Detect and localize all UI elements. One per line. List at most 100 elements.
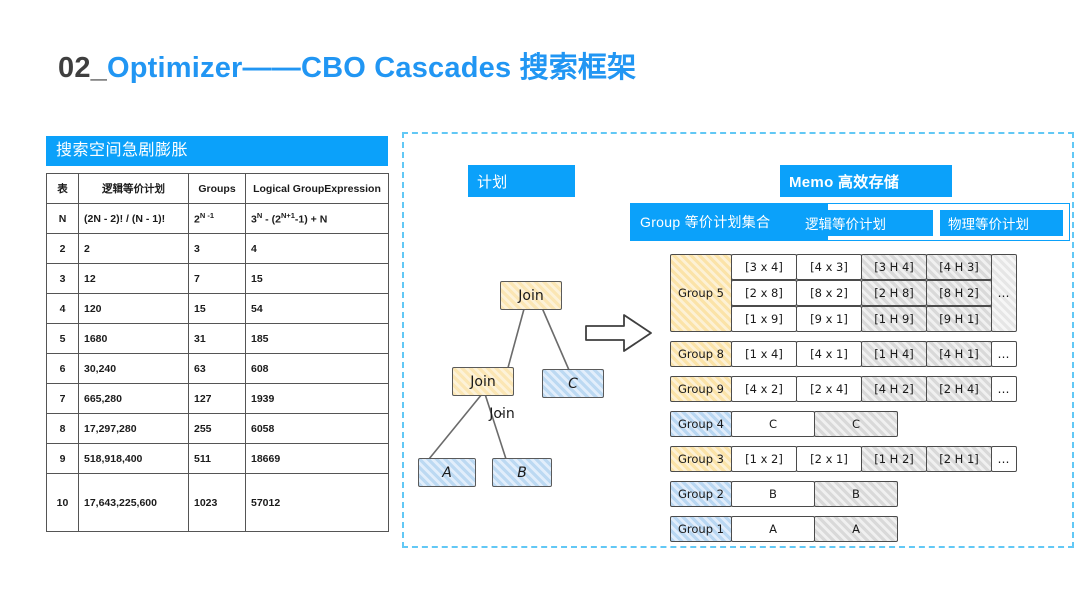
memo-row: Group 9[4 x 2][2 x 4][4 H 2][2 H 4]… xyxy=(670,376,1070,402)
memo-physical-expr-cell[interactable]: [4 H 1] xyxy=(926,341,992,367)
memo-physical-expr-cell[interactable]: [9 H 1] xyxy=(926,306,992,332)
memo-cell-row: [1 x 2][2 x 1][1 H 2][2 H 1] xyxy=(731,446,992,472)
memo-physical-expr-cell[interactable]: [4 H 3] xyxy=(926,254,992,280)
cell-group-expressions: 608 xyxy=(245,353,389,384)
memo-cell-row: [1 x 9][9 x 1][1 H 9][9 H 1] xyxy=(731,306,992,332)
tree-node-join-root[interactable]: Join xyxy=(500,281,562,310)
memo-group-label[interactable]: Group 9 xyxy=(670,376,732,402)
memo-group-label[interactable]: Group 8 xyxy=(670,341,732,367)
memo-physical-expr-cell[interactable]: [2 H 8] xyxy=(861,280,927,306)
cell-groups: 127 xyxy=(188,383,246,414)
cell-group-expressions: 4 xyxy=(245,233,389,264)
memo-cell-stack: [3 x 4][4 x 3][3 H 4][4 H 3][2 x 8][8 x … xyxy=(731,254,992,332)
memo-logical-expr-cell[interactable]: [1 x 4] xyxy=(731,341,797,367)
memo-physical-expr-cell[interactable]: [2 H 4] xyxy=(926,376,992,402)
search-space-block: 搜索空间急剧膨胀 表 逻辑等价计划 Groups Logical GroupEx… xyxy=(46,136,389,532)
memo-group-label[interactable]: Group 2 xyxy=(670,481,732,507)
memo-group-label[interactable]: Group 1 xyxy=(670,516,732,542)
memo-cell-row: [1 x 4][4 x 1][1 H 4][4 H 1] xyxy=(731,341,992,367)
table-header-row: 表 逻辑等价计划 Groups Logical GroupExpression xyxy=(46,173,389,204)
cell-group-expressions: 3N - (2N+1-1) + N xyxy=(245,203,389,234)
cell-groups: 255 xyxy=(188,413,246,444)
memo-physical-expr-cell[interactable]: C xyxy=(814,411,898,437)
memo-physical-expr-cell[interactable]: [1 H 9] xyxy=(861,306,927,332)
memo-logical-expr-cell[interactable]: [4 x 1] xyxy=(796,341,862,367)
memo-logical-expr-cell[interactable]: [3 x 4] xyxy=(731,254,797,280)
memo-group-label[interactable]: Group 3 xyxy=(670,446,732,472)
page-title: 02_Optimizer——CBO Cascades 搜索框架 xyxy=(58,44,636,86)
title-main: Optimizer——CBO Cascades 搜索框架 xyxy=(107,52,637,84)
arrow-right-icon xyxy=(585,314,652,352)
memo-cell-row: [2 x 8][8 x 2][2 H 8][8 H 2] xyxy=(731,280,992,306)
memo-logical-expr-cell[interactable]: [2 x 8] xyxy=(731,280,797,306)
tree-node-join-top[interactable]: Join xyxy=(489,406,515,422)
cell-table-count: 4 xyxy=(46,293,79,324)
memo-logical-expr-cell[interactable]: [9 x 1] xyxy=(796,306,862,332)
legend-logical: 逻辑等价计划 xyxy=(797,210,933,236)
memo-logical-expr-cell[interactable]: C xyxy=(731,411,815,437)
memo-logical-expr-cell[interactable]: [2 x 1] xyxy=(796,446,862,472)
memo-physical-expr-cell[interactable]: [1 H 2] xyxy=(861,446,927,472)
col-header-groups: Groups xyxy=(188,173,246,204)
memo-logical-expr-cell[interactable]: B xyxy=(731,481,815,507)
memo-logical-expr-cell[interactable]: A xyxy=(731,516,815,542)
memo-cell-stack: [1 x 4][4 x 1][1 H 4][4 H 1] xyxy=(731,341,992,367)
cell-logical-plans: 17,643,225,600 xyxy=(78,473,189,532)
memo-logical-expr-cell[interactable]: [4 x 2] xyxy=(731,376,797,402)
memo-logical-expr-cell[interactable]: [1 x 2] xyxy=(731,446,797,472)
tree-node-rel-c[interactable]: C xyxy=(542,369,604,398)
cell-group-expressions: 1939 xyxy=(245,383,389,414)
cell-groups: 15 xyxy=(188,293,246,324)
legend-physical: 物理等价计划 xyxy=(940,210,1063,236)
memo-physical-expr-cell[interactable]: B xyxy=(814,481,898,507)
memo-logical-expr-cell[interactable]: [4 x 3] xyxy=(796,254,862,280)
tree-node-rel-a[interactable]: A xyxy=(418,458,476,487)
memo-logical-expr-cell[interactable]: [2 x 4] xyxy=(796,376,862,402)
cell-groups: 3 xyxy=(188,233,246,264)
cell-table-count: 2 xyxy=(46,233,79,264)
tree-node-join-child[interactable]: Join xyxy=(452,367,514,396)
cell-logical-plans: 665,280 xyxy=(78,383,189,414)
memo-physical-expr-cell[interactable]: [8 H 2] xyxy=(926,280,992,306)
memo-logical-expr-cell[interactable]: [8 x 2] xyxy=(796,280,862,306)
cell-table-count: 7 xyxy=(46,383,79,414)
tree-node-rel-b[interactable]: B xyxy=(492,458,552,487)
memo-physical-expr-cell[interactable]: [2 H 1] xyxy=(926,446,992,472)
memo-more-ellipsis: … xyxy=(991,254,1017,332)
memo-logical-expr-cell[interactable]: [1 x 9] xyxy=(731,306,797,332)
cell-groups: 511 xyxy=(188,443,246,474)
memo-cell-row: [4 x 2][2 x 4][4 H 2][2 H 4] xyxy=(731,376,992,402)
cell-groups: 2N -1 xyxy=(188,203,246,234)
memo-cell-stack: [1 x 2][2 x 1][1 H 2][2 H 1] xyxy=(731,446,992,472)
search-space-table: 表 逻辑等价计划 Groups Logical GroupExpression … xyxy=(46,173,389,532)
col-header-tables: 表 xyxy=(46,173,79,204)
memo-group-label[interactable]: Group 4 xyxy=(670,411,732,437)
cell-logical-plans: 2 xyxy=(78,233,189,264)
memo-physical-expr-cell[interactable]: [1 H 4] xyxy=(861,341,927,367)
cell-groups: 63 xyxy=(188,353,246,384)
memo-physical-expr-cell[interactable]: [3 H 4] xyxy=(861,254,927,280)
cell-groups: 1023 xyxy=(188,473,246,532)
memo-more-ellipsis: … xyxy=(991,341,1017,367)
memo-cell-row: [3 x 4][4 x 3][3 H 4][4 H 3] xyxy=(731,254,992,280)
cell-table-count: N xyxy=(46,203,79,234)
memo-more-ellipsis: … xyxy=(991,446,1017,472)
memo-physical-expr-cell[interactable]: [4 H 2] xyxy=(861,376,927,402)
memo-physical-expr-cell[interactable]: A xyxy=(814,516,898,542)
memo-group-label[interactable]: Group 5 xyxy=(670,254,732,332)
cell-group-expressions: 6058 xyxy=(245,413,389,444)
